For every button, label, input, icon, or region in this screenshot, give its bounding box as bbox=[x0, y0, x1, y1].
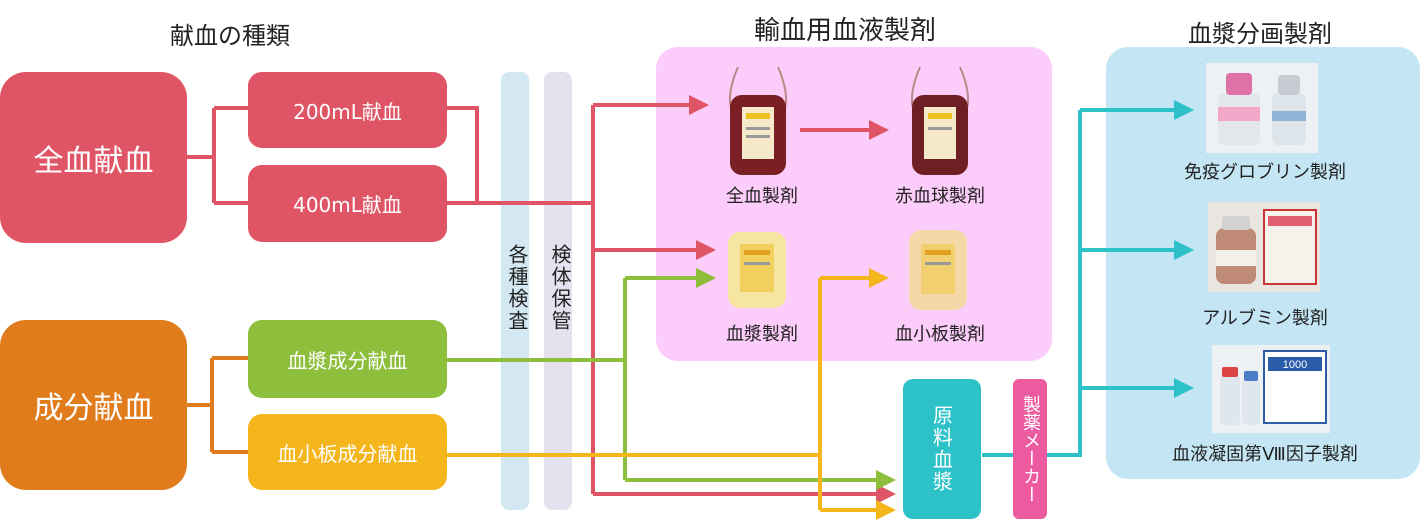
platelet-bag-image bbox=[909, 230, 967, 310]
platelet-apheresis-box: 血小板成分献血 bbox=[248, 414, 447, 490]
manufacturer-box: 製薬メーカー bbox=[1013, 379, 1047, 519]
plasma-flow bbox=[447, 268, 896, 490]
whole-blood-donation-box: 全血献血 bbox=[0, 72, 187, 243]
red-cell-product-label: 赤血球製剤 bbox=[895, 186, 985, 207]
immunoglobulin-label: 免疫グロブリン製剤 bbox=[1184, 162, 1346, 183]
whole-blood-bracket bbox=[187, 95, 896, 504]
whole-blood-400ml-box: 400mL献血 bbox=[248, 165, 447, 242]
whole-blood-200ml-box: 200mL献血 bbox=[248, 72, 447, 148]
red-cell-bag-image bbox=[911, 66, 969, 175]
plasma-bag-image bbox=[728, 232, 786, 308]
tests-bar: 各種検査 bbox=[501, 72, 529, 510]
whole-blood-bag-image bbox=[729, 66, 787, 175]
transfusion-products-panel bbox=[656, 47, 1052, 361]
heading-transfusion-products: 輸血用血液製剤 bbox=[753, 16, 936, 46]
albumin-products-image bbox=[1208, 202, 1320, 292]
plasma-product-label: 血漿製剤 bbox=[726, 324, 798, 345]
sample-storage-label: 検体保管 bbox=[548, 244, 572, 332]
platelet-flow bbox=[447, 268, 896, 520]
albumin-label: アルブミン製剤 bbox=[1202, 308, 1328, 329]
derivative-flow bbox=[982, 100, 1194, 457]
factor8-box-number: 1000 bbox=[1283, 359, 1307, 371]
tests-label: 各種検査 bbox=[505, 244, 529, 332]
apheresis-donation-box: 成分献血 bbox=[0, 320, 187, 490]
factor8-products-image: 1000 bbox=[1212, 345, 1330, 433]
heading-donation-types: 献血の種類 bbox=[170, 22, 290, 50]
heading-plasma-derivatives: 血漿分画製剤 bbox=[1188, 20, 1332, 48]
sample-storage-bar: 検体保管 bbox=[544, 72, 572, 510]
platelet-product-label: 血小板製剤 bbox=[895, 324, 985, 345]
apheresis-bracket bbox=[187, 356, 248, 454]
factor8-label: 血液凝固第Ⅷ因子製剤 bbox=[1172, 444, 1358, 465]
plasma-apheresis-box: 血漿成分献血 bbox=[248, 320, 447, 398]
immunoglobulin-vials-image bbox=[1206, 63, 1318, 153]
source-plasma-box: 原料血漿 bbox=[903, 379, 981, 519]
whole-blood-product-label: 全血製剤 bbox=[726, 186, 798, 207]
